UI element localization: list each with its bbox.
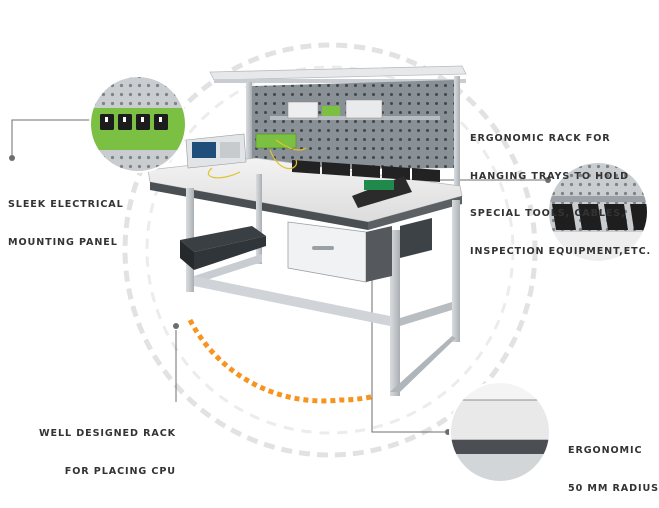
callout-hanging-rack-line-2: HANGING TRAYS TO HOLD xyxy=(470,170,630,182)
din-module-3 xyxy=(322,106,340,116)
callout-cpu-rack-line-2: FOR PLACING CPU xyxy=(64,465,176,477)
dot-hanging-rack xyxy=(545,177,551,183)
callout-hanging-rack-line-4: INSPECTION EQUIPMENT,ETC. xyxy=(470,245,652,257)
detail-hanging-rack xyxy=(547,161,649,263)
top-shelf xyxy=(209,65,467,81)
dot-cpu-rack xyxy=(173,323,179,329)
callout-hanging-rack-line-1: ERGONOMIC RACK FOR xyxy=(470,133,611,144)
detail-electrical-panel xyxy=(89,75,187,173)
cables xyxy=(207,139,307,179)
cpu-rack xyxy=(180,226,266,270)
stretcher-bottom xyxy=(194,276,390,326)
leg-back-right xyxy=(452,200,460,342)
stretcher-left xyxy=(194,254,262,284)
leg-front-right xyxy=(390,230,400,396)
leader-electrical-panel xyxy=(11,119,90,158)
work-surface-edge-right xyxy=(368,196,462,230)
side-cabinet xyxy=(400,218,432,258)
leg-back-left xyxy=(256,174,262,264)
callout-cpu-rack: WELL DESIGNED RACK FOR PLACING CPU xyxy=(20,403,176,491)
callout-hanging-rack: ERGONOMIC RACK FOR HANGING TRAYS TO HOLD… xyxy=(470,108,651,271)
detail-radius-edge xyxy=(449,381,551,483)
outer-dashed-ring xyxy=(122,42,538,458)
upright-right xyxy=(454,76,460,188)
oscilloscope xyxy=(185,133,247,169)
callout-electrical-panel: SLEEK ELECTRICAL MOUNTING PANEL xyxy=(8,174,124,262)
drawer-handle xyxy=(312,246,334,250)
terminal-block xyxy=(364,180,394,190)
callout-radius-line-1: ERGONOMIC xyxy=(568,445,643,456)
pegboard-panel xyxy=(252,80,454,170)
callout-electrical-panel-line-2: MOUNTING PANEL xyxy=(8,236,118,248)
drawer-unit xyxy=(287,221,392,283)
callout-radius: ERGONOMIC 50 MM RADIUS xyxy=(568,420,659,508)
feet-bar xyxy=(390,336,456,392)
upright-left xyxy=(246,82,252,182)
din-module-2 xyxy=(345,99,383,119)
dot-electrical-panel xyxy=(9,155,15,161)
callout-electrical-panel-line-1: SLEEK ELECTRICAL xyxy=(8,199,124,210)
background-rings xyxy=(122,42,538,458)
callout-cpu-rack-line-1: WELL DESIGNED RACK xyxy=(39,428,176,439)
din-module-1 xyxy=(287,101,319,119)
leader-dots xyxy=(9,155,551,435)
workbench xyxy=(147,65,467,396)
callout-radius-line-2: 50 MM RADIUS xyxy=(568,482,659,494)
socket-strip xyxy=(255,133,297,149)
stretcher-right xyxy=(400,302,452,326)
inner-dashed-ring xyxy=(145,65,515,435)
top-shelf-front xyxy=(214,79,466,83)
orange-accent-arc xyxy=(187,318,376,404)
workbench-illustration xyxy=(9,42,649,483)
leader-radius xyxy=(371,240,448,433)
callout-hanging-rack-line-3: SPECIAL TOOLS, CABLES, xyxy=(470,208,626,219)
circuit-stand xyxy=(352,176,412,208)
